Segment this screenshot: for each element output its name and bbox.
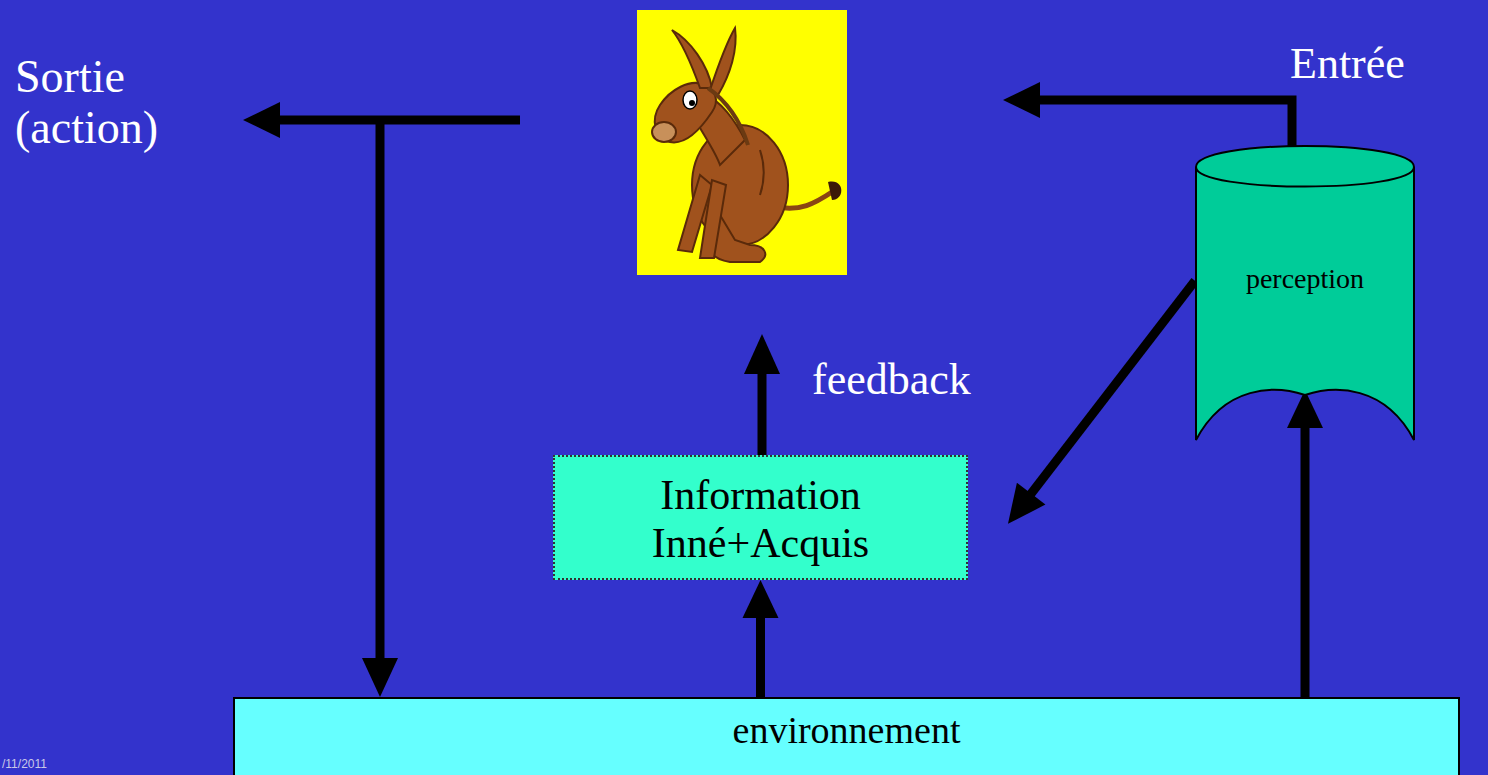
input-label: Entrée [1290, 40, 1405, 88]
perception-cylinder: perception [1195, 145, 1415, 440]
environment-box: environnement [233, 697, 1460, 775]
node-text: environnement [235, 709, 1458, 753]
output-label: Sortie (action) [15, 52, 225, 153]
flow-arrow [743, 580, 779, 697]
date-footer: /11/2011 [2, 758, 47, 771]
information-box: Information Inné+Acquis [553, 455, 968, 580]
input-arrow [1003, 82, 1292, 152]
node-text: perception [1195, 263, 1415, 295]
feedback-arrow [744, 334, 780, 455]
flow-arrow [1008, 281, 1195, 524]
node-text: Information Inné+Acquis [616, 471, 906, 568]
output-arrow [243, 102, 520, 697]
donkey-illustration [637, 10, 847, 275]
feedback-label: feedback [812, 356, 971, 404]
flow-arrow [1287, 390, 1323, 697]
